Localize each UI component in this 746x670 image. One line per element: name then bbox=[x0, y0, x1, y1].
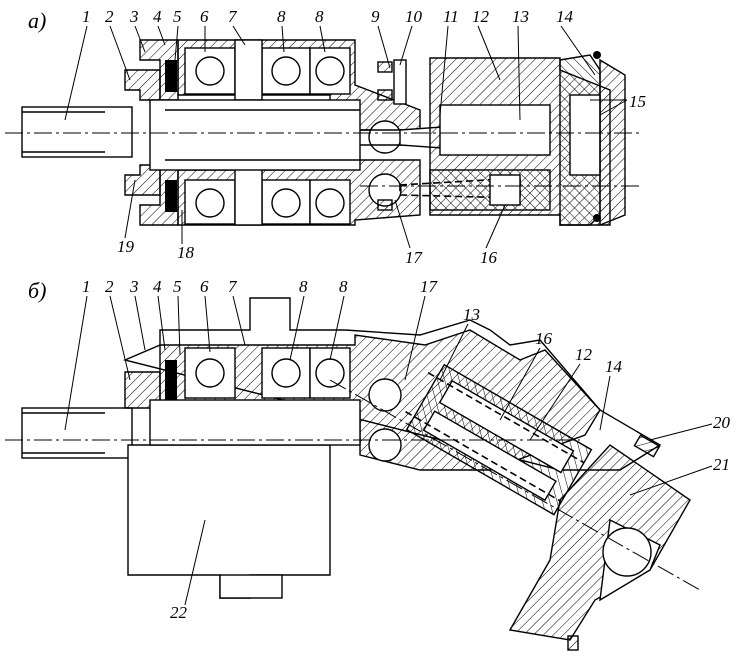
label-2: 2 bbox=[105, 7, 114, 26]
bearing-ball bbox=[271, 56, 301, 86]
label-17: 17 bbox=[405, 248, 424, 267]
label-13: 13 bbox=[512, 7, 529, 26]
label-9: 9 bbox=[371, 7, 380, 26]
head-bore bbox=[602, 527, 652, 577]
shaft-end-a bbox=[21, 106, 133, 158]
label-b-16: 16 bbox=[535, 329, 553, 348]
end-head-21 bbox=[508, 444, 691, 641]
shaft-end-b bbox=[21, 407, 133, 459]
end-cap-a bbox=[599, 58, 626, 227]
label-11: 11 bbox=[443, 7, 459, 26]
bearing-ball bbox=[315, 188, 345, 218]
bearing-ball bbox=[271, 358, 301, 388]
label-b-6: 6 bbox=[200, 277, 209, 296]
label-8b: 8 bbox=[315, 7, 324, 26]
label-3: 3 bbox=[129, 7, 139, 26]
label-b-20: 20 bbox=[713, 413, 731, 432]
label-b-4: 4 bbox=[153, 277, 162, 296]
view-a-axial-machine bbox=[5, 39, 640, 227]
label-12: 12 bbox=[472, 7, 490, 26]
label-1: 1 bbox=[82, 7, 91, 26]
label-4: 4 bbox=[153, 7, 162, 26]
drive-shaft-a bbox=[149, 99, 361, 171]
labels-view-a: а) 1 2 3 4 5 6 7 8 8 9 10 11 12 13 14 15… bbox=[28, 7, 646, 267]
label-b-21: 21 bbox=[713, 455, 730, 474]
label-7: 7 bbox=[228, 7, 238, 26]
label-b-22: 22 bbox=[170, 603, 188, 622]
label-b-7: 7 bbox=[228, 277, 238, 296]
label-b-12: 12 bbox=[575, 345, 593, 364]
label-5: 5 bbox=[173, 7, 182, 26]
label-6: 6 bbox=[200, 7, 209, 26]
bearing-ball bbox=[315, 56, 345, 86]
label-b-1: 1 bbox=[82, 277, 91, 296]
label-18: 18 bbox=[177, 243, 195, 262]
section-label-a: а) bbox=[28, 8, 46, 33]
labels-view-b: б) 1 2 3 4 5 6 7 8 8 17 13 16 12 14 20 2… bbox=[28, 277, 731, 622]
label-10: 10 bbox=[405, 7, 423, 26]
label-b-14: 14 bbox=[605, 357, 623, 376]
label-b-3: 3 bbox=[129, 277, 139, 296]
bearing-ball bbox=[195, 56, 225, 86]
label-b-13: 13 bbox=[463, 305, 480, 324]
bearing-ball bbox=[315, 358, 345, 388]
view-b-inclined-machine bbox=[5, 297, 701, 651]
label-b-8: 8 bbox=[299, 277, 308, 296]
label-b-8b: 8 bbox=[339, 277, 348, 296]
label-b-17: 17 bbox=[420, 277, 439, 296]
ball-joint-a-top bbox=[368, 120, 402, 154]
label-19: 19 bbox=[117, 237, 135, 256]
label-b-5: 5 bbox=[173, 277, 182, 296]
label-15: 15 bbox=[629, 92, 646, 111]
label-b-2: 2 bbox=[105, 277, 114, 296]
label-16: 16 bbox=[480, 248, 498, 267]
label-8: 8 bbox=[277, 7, 286, 26]
section-label-b: б) bbox=[28, 278, 46, 303]
bearing-ball bbox=[195, 188, 225, 218]
bearing-ball bbox=[195, 358, 225, 388]
drive-shaft-b bbox=[149, 399, 361, 446]
label-14: 14 bbox=[556, 7, 574, 26]
seal-cover-a-top bbox=[124, 69, 161, 101]
bearing-ball bbox=[271, 188, 301, 218]
